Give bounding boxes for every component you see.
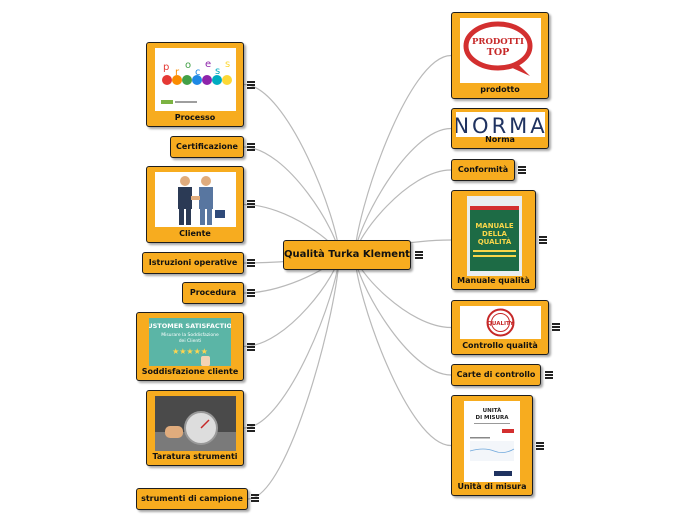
topic-istruzioni-operative-label: Istruzioni operative: [148, 258, 238, 267]
connector-line: [243, 83, 340, 256]
svg-text:MANUALE: MANUALE: [475, 222, 514, 230]
connector-line: [354, 254, 452, 447]
topic-taratura-strumenti[interactable]: Taratura strumenti: [146, 390, 244, 466]
notes-icon[interactable]: [247, 343, 255, 351]
svg-text:s: s: [215, 66, 220, 77]
topic-processo-label: Processo: [174, 113, 216, 122]
notes-icon[interactable]: [536, 442, 544, 450]
topic-norma[interactable]: NORMA Norma: [451, 108, 549, 149]
topic-soddisfazione-cliente-label: Soddisfazione cliente: [141, 367, 239, 376]
central-topic[interactable]: Qualità Turka Klement: [283, 240, 411, 270]
topic-prodotto[interactable]: PRODOTTI TOP prodotto: [451, 12, 549, 99]
connector-line: [354, 54, 452, 256]
notes-icon[interactable]: [415, 251, 423, 259]
unita-document-image: UNITÀ DI MISURA: [464, 401, 520, 482]
topic-conformita-label: Conformità: [457, 165, 509, 174]
connector-line: [354, 254, 452, 376]
topic-strumenti-di-campione[interactable]: strumenti di campione: [136, 488, 248, 510]
notes-icon[interactable]: [247, 143, 255, 151]
svg-text:CUSTOMER SATISFACTION: CUSTOMER SATISFACTION: [149, 322, 231, 330]
process-gears-image: p r o c e s s: [155, 48, 236, 111]
svg-text:DELLA: DELLA: [482, 230, 508, 238]
svg-text:r: r: [175, 67, 180, 78]
notes-icon[interactable]: [251, 494, 259, 502]
prodotti-top-image: PRODOTTI TOP: [460, 18, 541, 83]
topic-strumenti-di-campione-label: strumenti di campione: [141, 494, 243, 503]
topic-controllo-qualita-label: Controllo qualità: [462, 341, 538, 350]
svg-text:p: p: [163, 62, 169, 73]
svg-text:o: o: [185, 60, 191, 71]
topic-manuale-qualita-label: Manuale qualità: [457, 276, 530, 285]
svg-text:★★★★★: ★★★★★: [172, 347, 208, 356]
connector-line: [243, 254, 340, 429]
svg-text:QUALITY: QUALITY: [487, 321, 515, 327]
svg-text:s: s: [225, 59, 230, 70]
topic-manuale-qualita[interactable]: MANUALE DELLA QUALITÀ Manuale qualità: [451, 190, 536, 290]
topic-taratura-strumenti-label: Taratura strumenti: [152, 452, 238, 461]
svg-text:QUALITÀ: QUALITÀ: [478, 237, 512, 246]
notes-icon[interactable]: [539, 236, 547, 244]
topic-certificazione[interactable]: Certificazione: [170, 136, 244, 158]
central-topic-label: Qualità Turka Klement: [284, 249, 410, 260]
topic-prodotto-label: prodotto: [480, 85, 520, 94]
svg-text:UNITÀ: UNITÀ: [483, 407, 502, 414]
topic-carte-di-controllo[interactable]: Carte di controllo: [451, 364, 541, 386]
topic-istruzioni-operative[interactable]: Istruzioni operative: [142, 252, 244, 274]
topic-soddisfazione-cliente[interactable]: CUSTOMER SATISFACTION Misurare la Soddis…: [136, 312, 244, 381]
norma-logo-image: NORMA: [456, 112, 545, 137]
connector-line: [247, 254, 340, 500]
topic-procedura[interactable]: Procedura: [182, 282, 244, 304]
topic-cliente-label: Cliente: [179, 229, 211, 238]
topic-unita-di-misura-label: Unità di misura: [457, 482, 527, 491]
notes-icon[interactable]: [518, 166, 526, 174]
notes-icon[interactable]: [247, 259, 255, 267]
notes-icon[interactable]: [247, 424, 255, 432]
topic-unita-di-misura[interactable]: UNITÀ DI MISURA Unità di misura: [451, 395, 533, 496]
pressure-gauge-image: [155, 396, 236, 451]
svg-text:TOP: TOP: [487, 47, 510, 58]
customer-satisfaction-image: CUSTOMER SATISFACTION Misurare la Soddis…: [149, 318, 231, 366]
notes-icon[interactable]: [247, 81, 255, 89]
svg-text:e: e: [205, 59, 211, 70]
topic-carte-di-controllo-label: Carte di controllo: [456, 370, 536, 379]
topic-controllo-qualita[interactable]: QUALITY Controllo qualità: [451, 300, 549, 355]
svg-text:NORMA: NORMA: [456, 114, 545, 137]
svg-text:Misurare la Soddisfazione: Misurare la Soddisfazione: [161, 332, 219, 338]
manuale-book-image: MANUALE DELLA QUALITÀ: [467, 196, 522, 276]
notes-icon[interactable]: [247, 289, 255, 297]
notes-icon[interactable]: [545, 371, 553, 379]
handshake-image: [155, 172, 236, 227]
svg-text:DI MISURA: DI MISURA: [476, 415, 510, 421]
notes-icon[interactable]: [247, 200, 255, 208]
svg-text:c: c: [195, 67, 201, 78]
topic-processo[interactable]: p r o c e s s Processo: [146, 42, 244, 127]
topic-certificazione-label: Certificazione: [176, 142, 238, 151]
topic-cliente[interactable]: Cliente: [146, 166, 244, 243]
svg-text:dei Clienti: dei Clienti: [179, 338, 202, 344]
topic-procedura-label: Procedura: [189, 288, 237, 297]
quality-seal-image: QUALITY: [460, 306, 541, 339]
svg-text:PRODOTTI: PRODOTTI: [472, 37, 524, 47]
topic-norma-label: Norma: [485, 135, 515, 144]
topic-conformita[interactable]: Conformità: [451, 159, 515, 181]
notes-icon[interactable]: [552, 323, 560, 331]
